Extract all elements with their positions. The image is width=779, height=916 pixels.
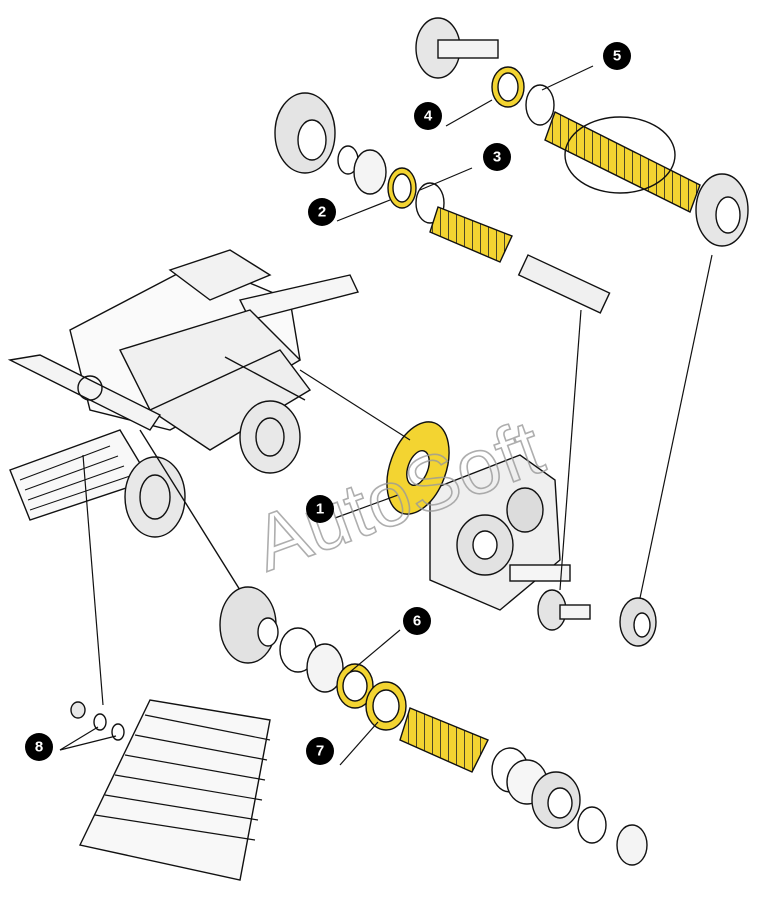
callout-8: 8 [25,733,53,761]
lower-clutch-assembly [219,586,648,866]
callout-7: 7 [306,737,334,765]
upper-clutch-assembly [415,17,749,247]
callout-8-label: 8 [35,739,43,756]
callout-3-label: 3 [493,149,501,166]
right-gear-assembly [537,589,657,647]
combine-harvester [7,249,359,591]
callout-6-label: 6 [413,613,421,630]
callout-5: 5 [603,42,631,70]
callout-3: 3 [483,143,511,171]
leader-lines [59,65,713,766]
callout-2: 2 [308,198,336,226]
callout-4: 4 [414,102,442,130]
callout-4-label: 4 [424,108,433,125]
transmission-housing [429,454,571,611]
callout-2-label: 2 [318,204,326,221]
middle-clutch-assembly [274,92,611,314]
callout-1: 1 [306,495,334,523]
callout-5-label: 5 [613,48,621,65]
friction-disc [386,421,450,515]
feeder-conveyor [70,699,271,881]
callout-6: 6 [403,607,431,635]
callout-7-label: 7 [316,743,324,760]
callout-1-label: 1 [316,501,324,518]
